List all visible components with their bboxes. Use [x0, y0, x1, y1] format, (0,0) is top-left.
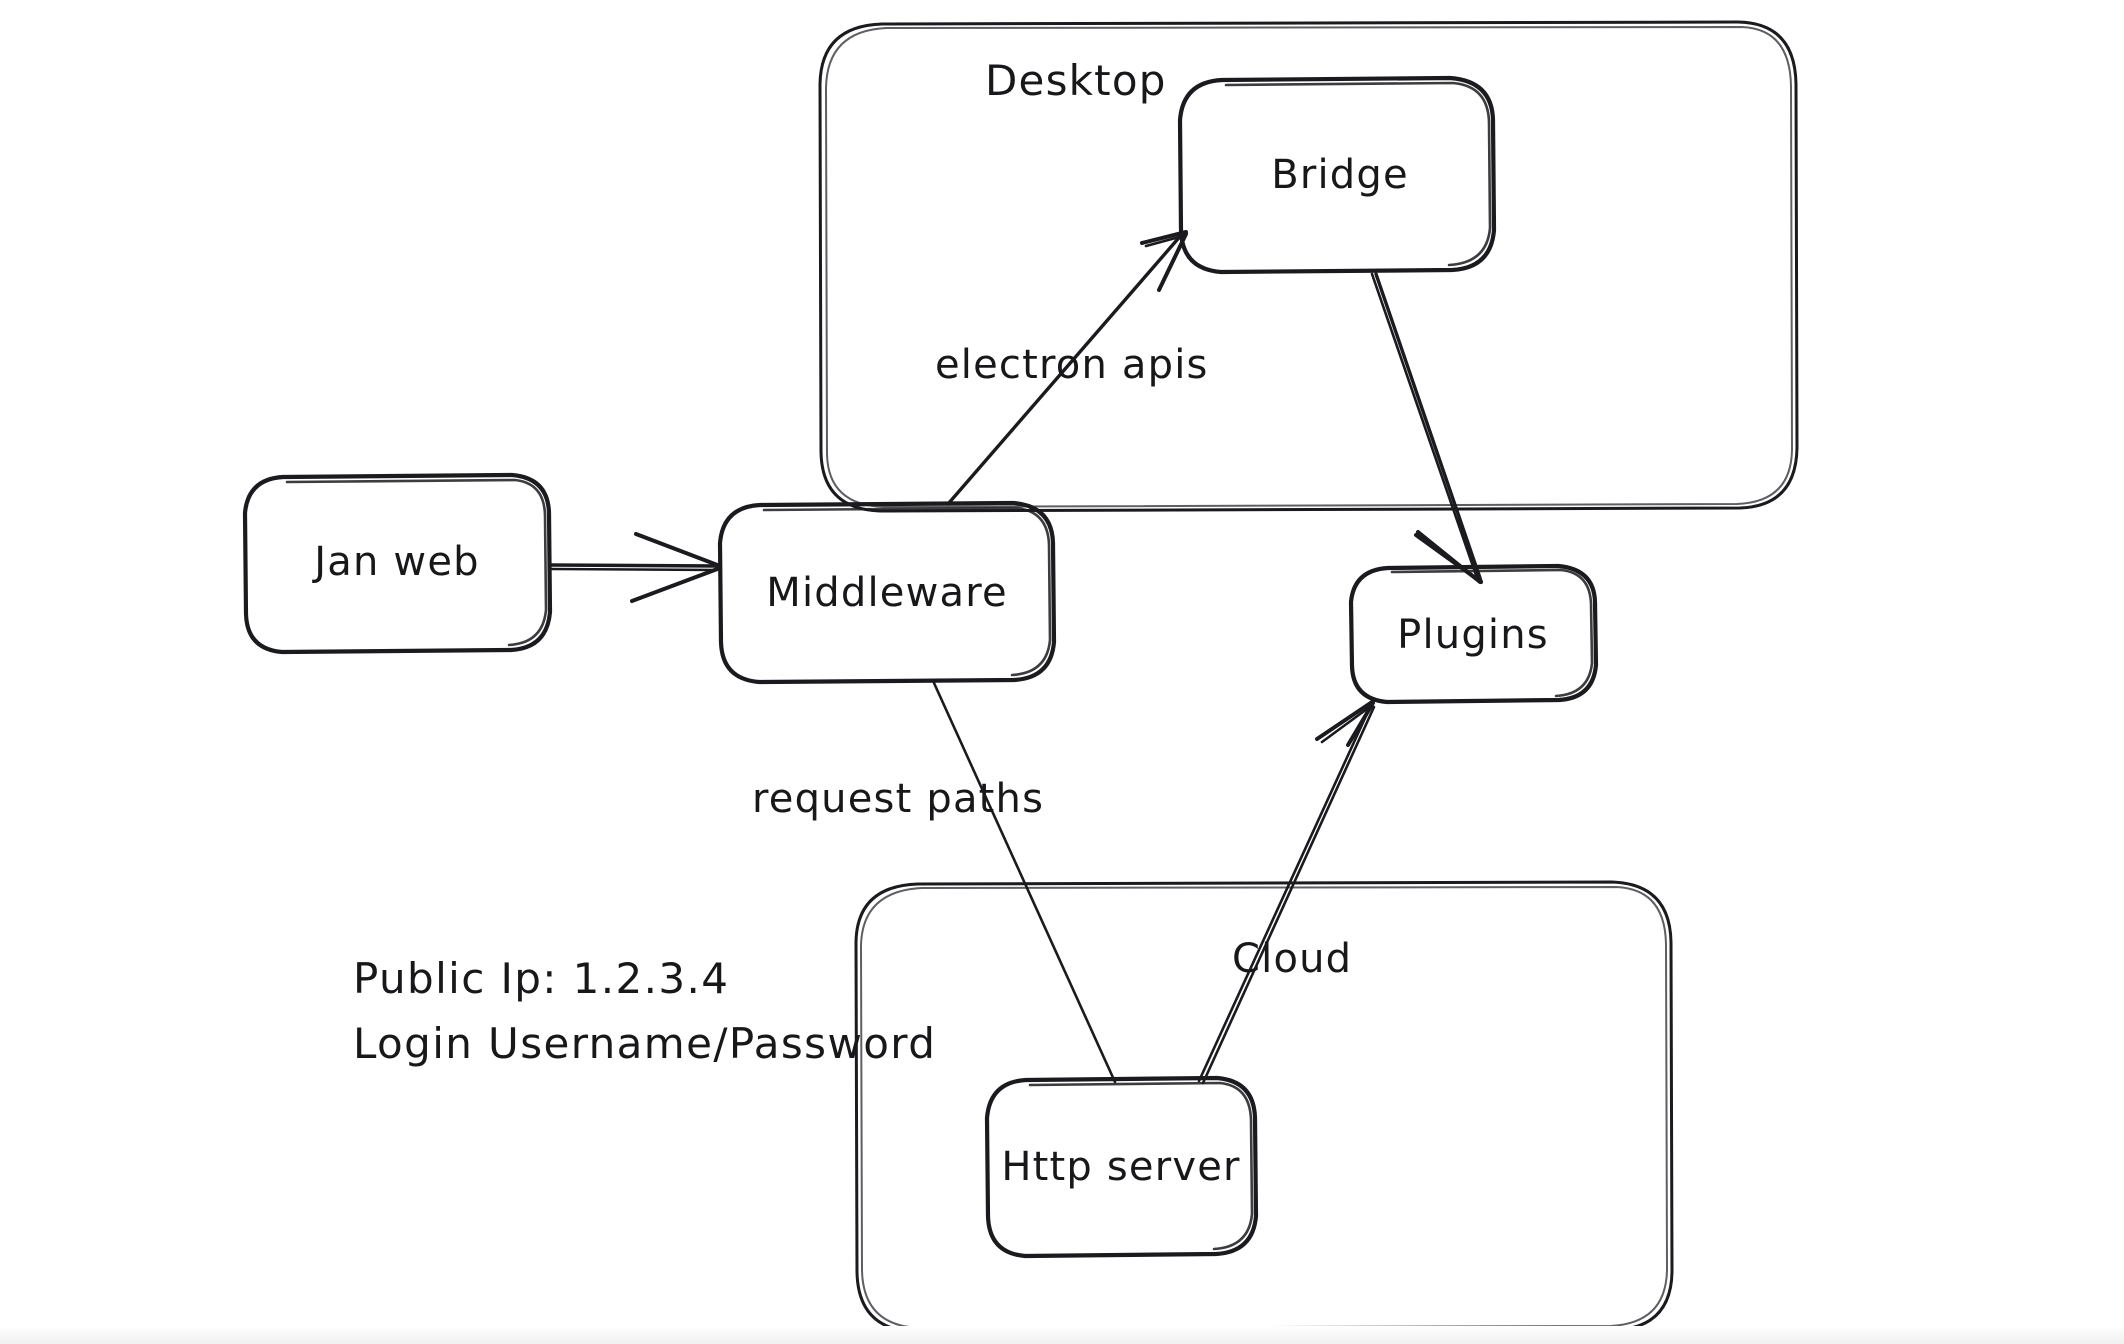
- http-plugins-arrowhead-lower: [1315, 700, 1374, 741]
- edge-bridge-to-plugins: [1370, 272, 1483, 584]
- plugins-label: Plugins: [1397, 612, 1549, 658]
- middleware-bridge-arrowhead-extra: [1144, 234, 1185, 248]
- middleware-bridge-arrowhead-lower: [1157, 232, 1188, 292]
- http-plugins-line-sketch: [1201, 705, 1376, 1085]
- desktop-container-outline-sketch: [825, 26, 1793, 508]
- middleware-bridge-arrowhead-upper: [1140, 230, 1188, 245]
- janweb-middleware-arrowhead-upper: [634, 532, 722, 568]
- http-server-box-outline-sketch: [1028, 1081, 1254, 1251]
- http-plugins-arrowhead-extra: [1320, 704, 1373, 744]
- bridge-plugins-line-sketch: [1370, 272, 1479, 580]
- bridge-plugins-arrowhead-left: [1457, 518, 1483, 584]
- bridge-box-outline: [1177, 75, 1497, 275]
- http-server-label: Http server: [1001, 1144, 1240, 1190]
- cloud-edge-label: Cloud: [1232, 936, 1352, 982]
- node-plugins[interactable]: Plugins: [1348, 563, 1599, 705]
- plugins-box-outline: [1348, 563, 1599, 705]
- janweb-middleware-line-sketch: [550, 567, 718, 572]
- notes-block: Public Ip: 1.2.3.4 Login Username/Passwo…: [353, 954, 936, 1068]
- note-login-credentials: Login Username/Password: [353, 1019, 936, 1068]
- middleware-box-outline-sketch: [762, 506, 1052, 677]
- edge-middleware-to-bridge: electron apis: [935, 230, 1209, 506]
- node-middleware[interactable]: Middleware: [717, 500, 1057, 685]
- http-plugins-line: [1197, 703, 1373, 1083]
- node-http-server[interactable]: Http server: [984, 1075, 1259, 1259]
- http-plugins-arrowhead-upper: [1346, 701, 1375, 747]
- node-jan-web[interactable]: Jan web: [242, 472, 553, 655]
- plugins-box-outline-sketch: [1390, 568, 1594, 698]
- jan-web-box-outline: [242, 472, 553, 655]
- note-public-ip: Public Ip: 1.2.3.4: [353, 954, 729, 1003]
- middleware-http-line: [932, 681, 1117, 1084]
- request-paths-edge-label: request paths: [752, 776, 1044, 822]
- jan-web-label: Jan web: [311, 539, 480, 585]
- desktop-container-outline: [818, 20, 1799, 513]
- edge-janweb-to-middleware: [548, 532, 722, 603]
- bridge-box-outline-sketch: [1224, 81, 1492, 267]
- edge-middleware-to-http-server: request paths: [752, 681, 1117, 1084]
- jan-web-box-outline-sketch: [285, 478, 548, 647]
- page-bottom-edge: [0, 1326, 2124, 1344]
- node-bridge[interactable]: Bridge: [1177, 75, 1497, 275]
- middleware-bridge-line: [946, 231, 1185, 506]
- bridge-label: Bridge: [1271, 152, 1409, 198]
- electron-apis-edge-label: electron apis: [935, 342, 1209, 388]
- middleware-box-outline: [717, 500, 1057, 685]
- http-server-box-outline: [984, 1075, 1259, 1259]
- middleware-label: Middleware: [766, 570, 1008, 616]
- group-desktop: Desktop: [818, 20, 1799, 513]
- janweb-middleware-arrowhead-lower: [630, 566, 722, 603]
- janweb-middleware-line: [548, 563, 720, 568]
- edge-http-server-to-plugins: Cloud: [1197, 700, 1376, 1085]
- bridge-plugins-arrowhead-right-2: [1414, 533, 1483, 584]
- desktop-group-label: Desktop: [985, 56, 1167, 105]
